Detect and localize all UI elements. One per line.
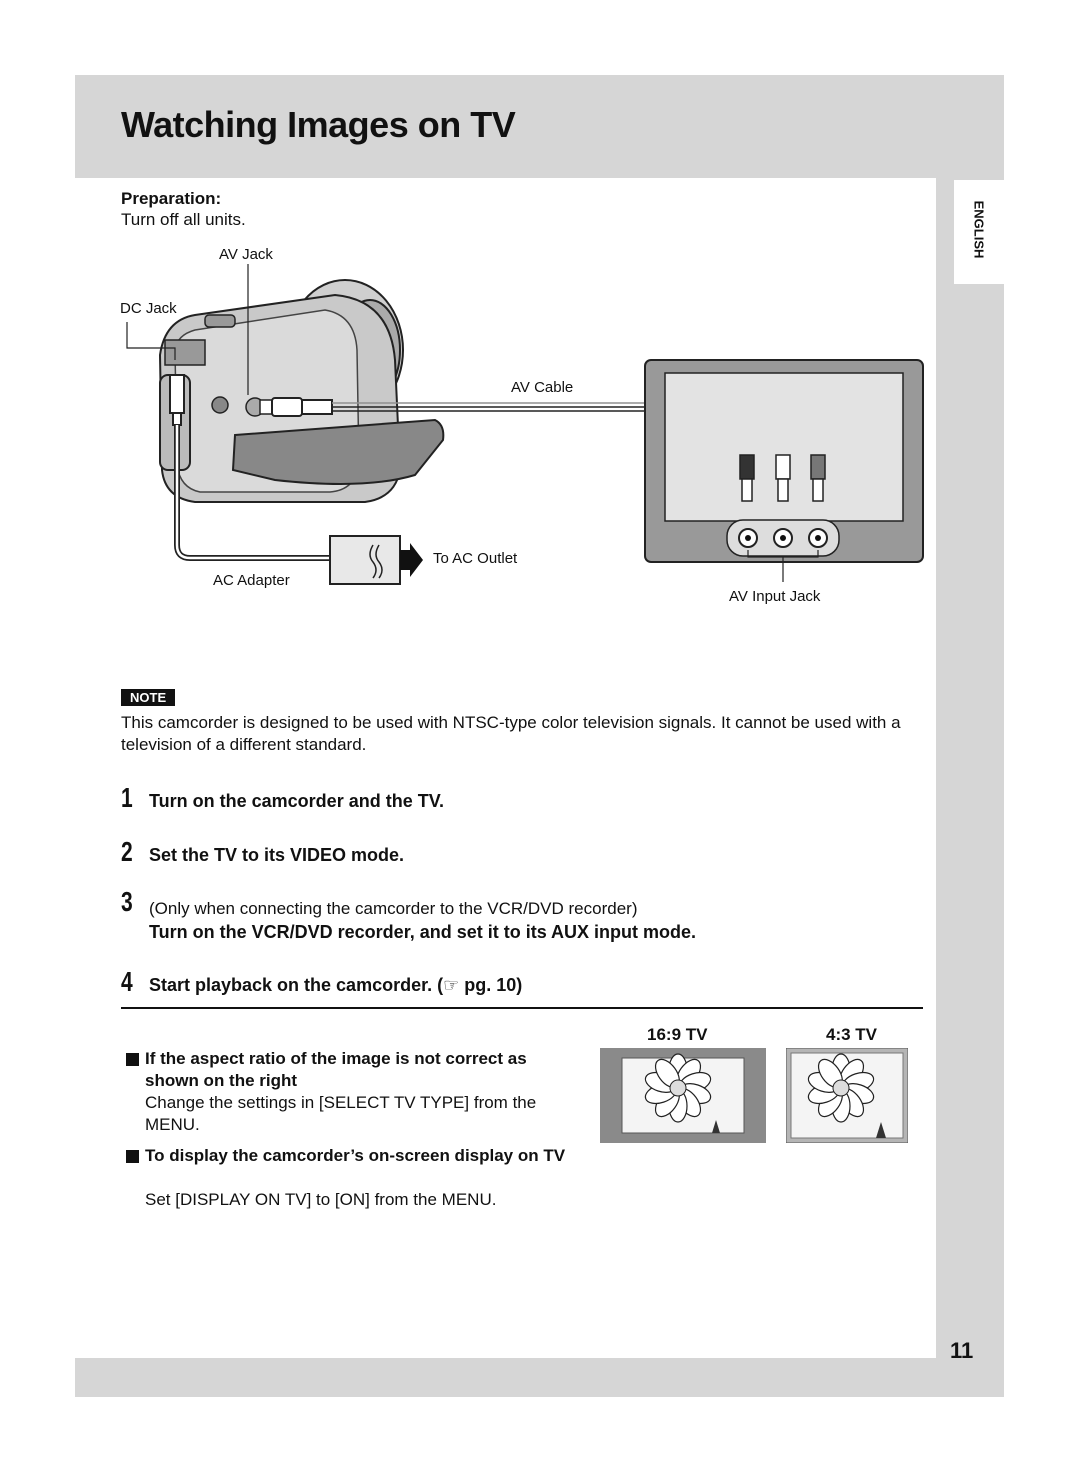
tv-4-3-thumbnail [786, 1048, 908, 1143]
connection-diagram [126, 264, 924, 585]
page-title: Watching Images on TV [121, 104, 516, 145]
step-3-condition: (Only when connecting the camcorder to t… [149, 899, 638, 918]
step-4-number: 4 [121, 966, 133, 997]
tv-16-9-thumbnail [600, 1048, 766, 1143]
footer-band [75, 1358, 1004, 1397]
side-band [936, 175, 1004, 1397]
language-tab-label: ENGLISH [971, 200, 987, 259]
hand-pointer-icon: ☞ [443, 975, 460, 996]
square-bullet-icon [126, 1053, 139, 1066]
ac-adapter-illustration [329, 535, 423, 585]
camcorder-illustration [158, 279, 445, 503]
flower-icon [807, 1053, 875, 1123]
step-1-number: 1 [121, 782, 133, 813]
to-ac-outlet-label: To AC Outlet [433, 550, 518, 567]
dc-jack-label: DC Jack [120, 300, 177, 317]
note-badge: NOTE [121, 689, 176, 706]
step-3-text: Turn on the VCR/DVD recorder, and set it… [149, 922, 697, 942]
step-4-page-ref: pg. 10) [459, 975, 523, 995]
arrow-right-icon [400, 543, 423, 577]
ac-adapter-label: AC Adapter [213, 572, 290, 589]
bullet-2-heading: To display the camcorder’s on-screen dis… [145, 1146, 566, 1165]
note-text: This camcorder is designed to be used wi… [121, 713, 901, 754]
flower-icon [644, 1053, 712, 1123]
step-4-main: Start playback on the camcorder. ( [149, 975, 444, 995]
bullet-2-body: Set [DISPLAY ON TV] to [ON] from the MEN… [145, 1190, 497, 1209]
square-bullet-icon [126, 1150, 139, 1163]
preparation-text: Turn off all units. [121, 210, 246, 229]
step-3-number: 3 [121, 886, 133, 917]
preparation-label: Preparation: [121, 189, 222, 208]
av-cable-label: AV Cable [511, 379, 574, 396]
av-jack-label: AV Jack [219, 246, 273, 263]
bullet-1-heading: If the aspect ratio of the image is not … [145, 1049, 527, 1090]
tv-4-3-heading: 4:3 TV [826, 1025, 878, 1044]
step-4-text: Start playback on the camcorder. (☞ pg. … [149, 975, 522, 996]
step-2-text: Set the TV to its VIDEO mode. [149, 845, 405, 865]
section-divider [121, 1007, 923, 1009]
bullet-1-body: Change the settings in [SELECT TV TYPE] … [145, 1093, 537, 1134]
header-band [75, 75, 1004, 178]
language-tab [954, 180, 1004, 284]
step-2-number: 2 [121, 836, 133, 867]
tv-16-9-heading: 16:9 TV [647, 1025, 708, 1044]
step-1-text: Turn on the camcorder and the TV. [149, 791, 445, 811]
av-input-jack-label: AV Input Jack [729, 588, 821, 605]
page-number: 11 [950, 1338, 974, 1363]
